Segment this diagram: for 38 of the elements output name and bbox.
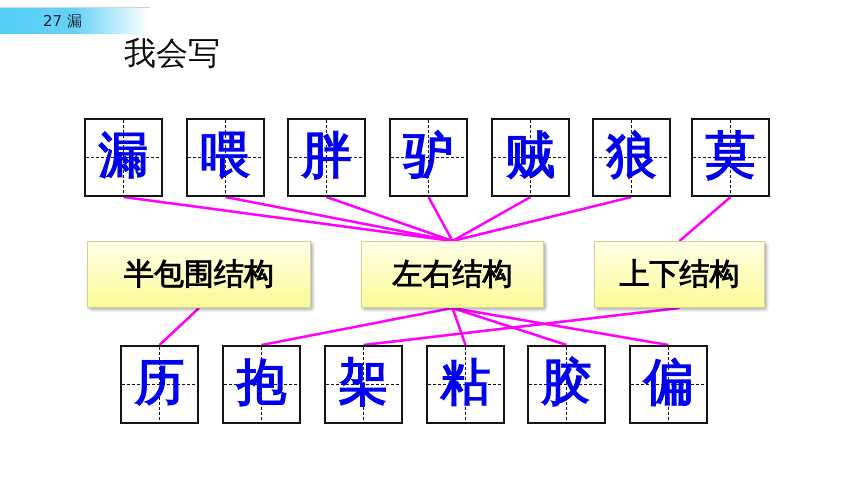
connector-line (427, 196, 454, 242)
connector-line (678, 196, 732, 242)
writing-grid-box (84, 118, 163, 197)
structure-category-box (361, 241, 544, 308)
hanzi-character: 驴 (404, 130, 454, 180)
connector-line (452, 196, 632, 242)
hanzi-character: 漏 (98, 130, 148, 180)
writing-grid-box (629, 345, 708, 424)
structure-category-box (87, 241, 311, 308)
connector-line (452, 306, 567, 346)
section-title: 我会写 (124, 35, 220, 71)
structure-label: 半包围结构 (124, 256, 274, 292)
writing-grid-box (426, 345, 505, 424)
hanzi-character: 历 (134, 357, 184, 408)
writing-grid-box (324, 345, 403, 424)
hanzi-character: 偏 (644, 357, 694, 408)
hanzi-character: 贼 (506, 130, 556, 180)
connector-line (451, 308, 467, 346)
hanzi-character: 粘 (440, 357, 490, 408)
structure-category-box (594, 241, 765, 308)
connector-line (326, 196, 453, 242)
connector-line (261, 306, 453, 346)
hanzi-character: 架 (338, 357, 388, 408)
structure-label: 左右结构 (392, 256, 512, 292)
writing-grid-box (691, 118, 770, 197)
writing-grid-box (389, 118, 468, 197)
writing-grid-box (527, 345, 606, 424)
connector-line (452, 196, 532, 242)
hanzi-character: 胶 (542, 357, 592, 408)
writing-grid-box (491, 118, 570, 197)
hanzi-character: 胖 (302, 130, 352, 180)
writing-grid-box (120, 345, 199, 424)
hanzi-character: 莫 (706, 130, 756, 180)
connector-line (363, 306, 680, 346)
lesson-heading: 27 漏 (43, 12, 82, 30)
connector-line (158, 307, 200, 346)
structure-label: 上下结构 (620, 256, 740, 292)
writing-grid-box (287, 118, 366, 197)
